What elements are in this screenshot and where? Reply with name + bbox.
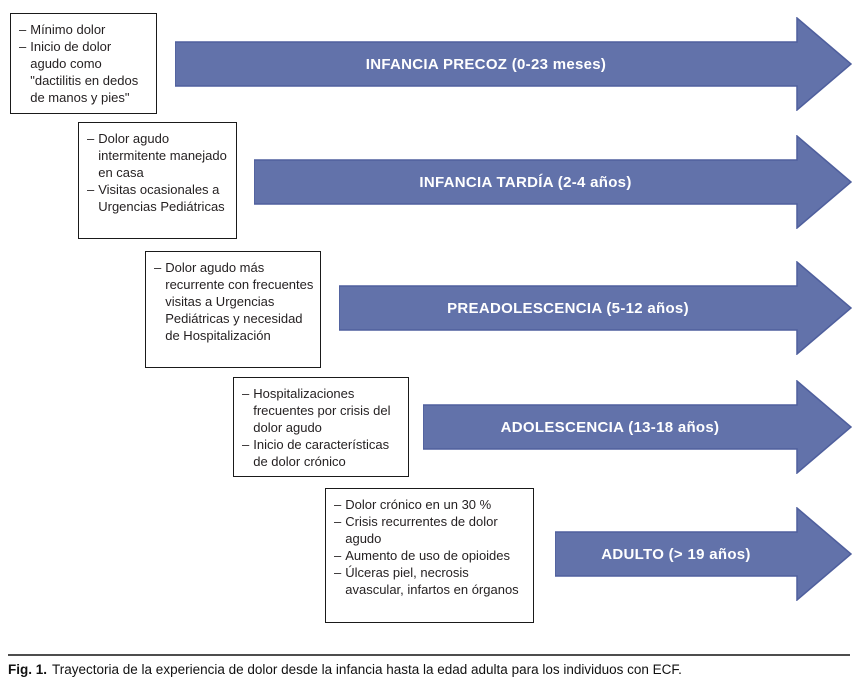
caption-divider (8, 654, 850, 656)
note-bullet: –Inicio de dolor agudo como "dactilitis … (19, 38, 150, 106)
stage-arrow-label: ADOLESCENCIA (13-18 años) (500, 418, 720, 436)
bullet-dash: – (242, 386, 250, 401)
bullet-dash: – (242, 437, 250, 452)
note-text: Visitas ocasionales a Urgencias Pediátri… (98, 182, 225, 214)
note-text: Aumento de uso de opioides (345, 548, 511, 563)
arrow-shape (254, 135, 852, 229)
note-bullet: –Visitas ocasionales a Urgencias Pediátr… (87, 181, 230, 215)
figure-caption-text: Trayectoria de la experiencia de dolor d… (52, 662, 682, 677)
arrow-shape (423, 380, 852, 474)
bullet-dash: – (87, 182, 95, 197)
stage-arrow-infancia-tardia: INFANCIA TARDÍA (2-4 años) (254, 135, 852, 229)
stage-notes-box-adolescencia: –Hospitalizaciones frecuentes por crisis… (233, 377, 409, 477)
note-text: Inicio de características de dolor cróni… (253, 437, 390, 469)
note-text: Mínimo dolor (30, 22, 106, 37)
note-text: Inicio de dolor agudo como "dactilitis e… (30, 39, 139, 105)
note-text: Úlceras piel, necrosis avascular, infart… (345, 565, 519, 597)
arrow-shape (339, 261, 852, 355)
note-text: Dolor crónico en un 30 % (345, 497, 492, 512)
note-bullet: –Úlceras piel, necrosis avascular, infar… (334, 564, 527, 598)
stage-notes-box-adulto: –Dolor crónico en un 30 % –Crisis recurr… (325, 488, 534, 623)
stage-notes-box-infancia-tardia: –Dolor agudo intermitente manejado en ca… (78, 122, 237, 239)
note-bullet: –Aumento de uso de opioides (334, 547, 527, 564)
stage-notes-box-preadolescencia: –Dolor agudo más recurrente con frecuent… (145, 251, 321, 368)
note-text: Hospitalizaciones frecuentes por crisis … (253, 386, 391, 435)
figure-caption: Fig. 1. Trayectoria de la experiencia de … (8, 661, 850, 678)
stage-arrow-label: INFANCIA TARDÍA (2-4 años) (419, 173, 632, 191)
note-bullet: –Hospitalizaciones frecuentes por crisis… (242, 385, 402, 436)
stage-arrow-label: INFANCIA PRECOZ (0-23 meses) (365, 55, 607, 73)
stage-arrow-adolescencia: ADOLESCENCIA (13-18 años) (423, 380, 852, 474)
note-bullet: –Mínimo dolor (19, 21, 150, 38)
bullet-dash: – (334, 548, 342, 563)
bullet-dash: – (87, 131, 95, 146)
note-text: Crisis recurrentes de dolor agudo (345, 514, 498, 546)
stage-arrow-adulto: ADULTO (> 19 años) (555, 507, 852, 601)
stage-arrow-preadolescencia: PREADOLESCENCIA (5-12 años) (339, 261, 852, 355)
bullet-dash: – (334, 565, 342, 580)
bullet-dash: – (19, 39, 27, 54)
arrow-shape (555, 507, 852, 601)
note-bullet: –Dolor crónico en un 30 % (334, 496, 527, 513)
note-text: Dolor agudo intermitente manejado en cas… (98, 131, 227, 180)
stage-notes-box-infancia-precoz: –Mínimo dolor –Inicio de dolor agudo com… (10, 13, 157, 114)
note-bullet: –Crisis recurrentes de dolor agudo (334, 513, 527, 547)
stage-arrow-label: PREADOLESCENCIA (5-12 años) (447, 299, 689, 317)
stage-arrow-infancia-precoz: INFANCIA PRECOZ (0-23 meses) (175, 17, 852, 111)
bullet-dash: – (154, 260, 162, 275)
stage-arrow-label: ADULTO (> 19 años) (601, 545, 751, 563)
bullet-dash: – (334, 497, 342, 512)
bullet-dash: – (334, 514, 342, 529)
bullet-dash: – (19, 22, 27, 37)
arrow-shape (175, 17, 852, 111)
note-bullet: –Inicio de características de dolor crón… (242, 436, 402, 470)
note-bullet: –Dolor agudo más recurrente con frecuent… (154, 259, 314, 344)
figure-caption-label: Fig. 1. (8, 662, 48, 677)
note-text: Dolor agudo más recurrente con frecuente… (165, 260, 314, 343)
note-bullet: –Dolor agudo intermitente manejado en ca… (87, 130, 230, 181)
